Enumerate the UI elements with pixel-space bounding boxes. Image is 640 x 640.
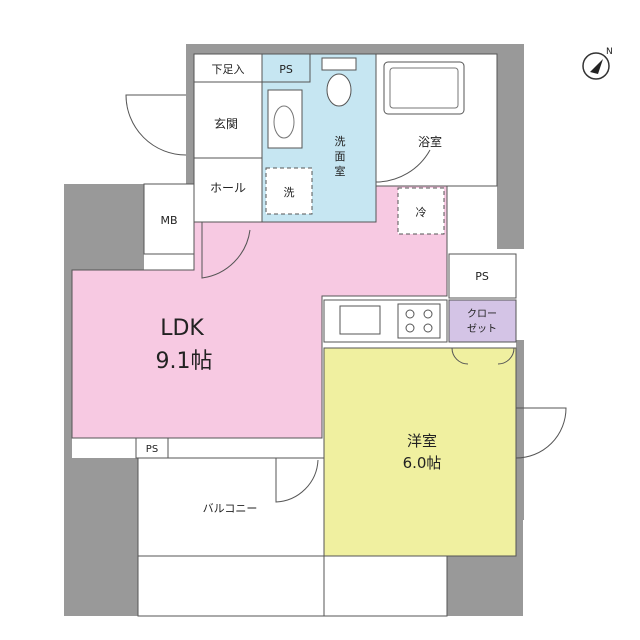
burner-3: [405, 323, 415, 333]
bath-name: 浴室: [418, 134, 442, 149]
shoe-storage-name: 下足入: [212, 63, 245, 76]
balcony-door: [275, 458, 319, 503]
bathtub: [383, 61, 465, 115]
wall-mid-vertical: [186, 44, 194, 184]
ldk-name: LDK: [160, 316, 204, 341]
kitchen-sink: [339, 305, 381, 335]
ps-top-name: PS: [279, 63, 293, 76]
entrance-door: [125, 94, 187, 156]
wall-left-strip: [64, 270, 72, 458]
svg-text:N: N: [606, 47, 613, 57]
bathtub-inner: [389, 67, 459, 109]
ps-right-name: PS: [475, 270, 489, 283]
doors: [125, 94, 567, 503]
closet-door: [451, 347, 515, 365]
mb-box: [143, 183, 195, 255]
washer-label: 洗: [284, 186, 295, 199]
western-size: 6.0帖: [403, 454, 442, 472]
burner-1: [405, 309, 415, 319]
balcony-lower: [137, 555, 448, 617]
mb-name: MB: [160, 214, 177, 227]
ps-right-box: [448, 253, 517, 299]
closet-floor: [448, 299, 517, 343]
burner-4: [423, 323, 433, 333]
wash-basin: [267, 89, 303, 149]
closet-name-2: ゼット: [467, 323, 497, 335]
washer-spot: [265, 167, 313, 215]
washroom-name-2: 面: [335, 150, 346, 163]
ps-top-box: [261, 53, 311, 83]
balcony-name: バルコニー: [203, 502, 258, 515]
wall-right-column: [497, 44, 524, 249]
basin-bowl: [273, 105, 295, 139]
wall-right-lower: [516, 340, 524, 520]
north-compass-icon: N: [582, 47, 613, 80]
closet-name-1: クロー: [467, 308, 497, 320]
wall-top: [186, 44, 524, 54]
western-door: [515, 407, 567, 459]
western-floor: [323, 347, 517, 557]
toilet-bowl: [326, 73, 352, 107]
fridge-label: 冷: [416, 206, 427, 219]
burner-2: [423, 309, 433, 319]
wall-bottom-left: [64, 458, 138, 616]
entrance-name: 玄関: [214, 116, 238, 131]
ldk-size: 9.1帖: [156, 349, 213, 374]
washroom-name-1: 洗: [335, 135, 346, 148]
fridge-spot: [397, 187, 445, 235]
hall-name: ホール: [210, 181, 246, 195]
walls: [64, 44, 524, 616]
toilet-tank: [321, 57, 357, 71]
wall-left-column: [64, 184, 144, 270]
hall-door: [201, 222, 251, 279]
ps-bottom-name: PS: [146, 444, 158, 455]
western-name: 洋室: [407, 432, 437, 450]
kitchen-stove: [397, 303, 441, 339]
bath-door: [375, 120, 431, 183]
washroom-name-3: 室: [335, 164, 346, 178]
